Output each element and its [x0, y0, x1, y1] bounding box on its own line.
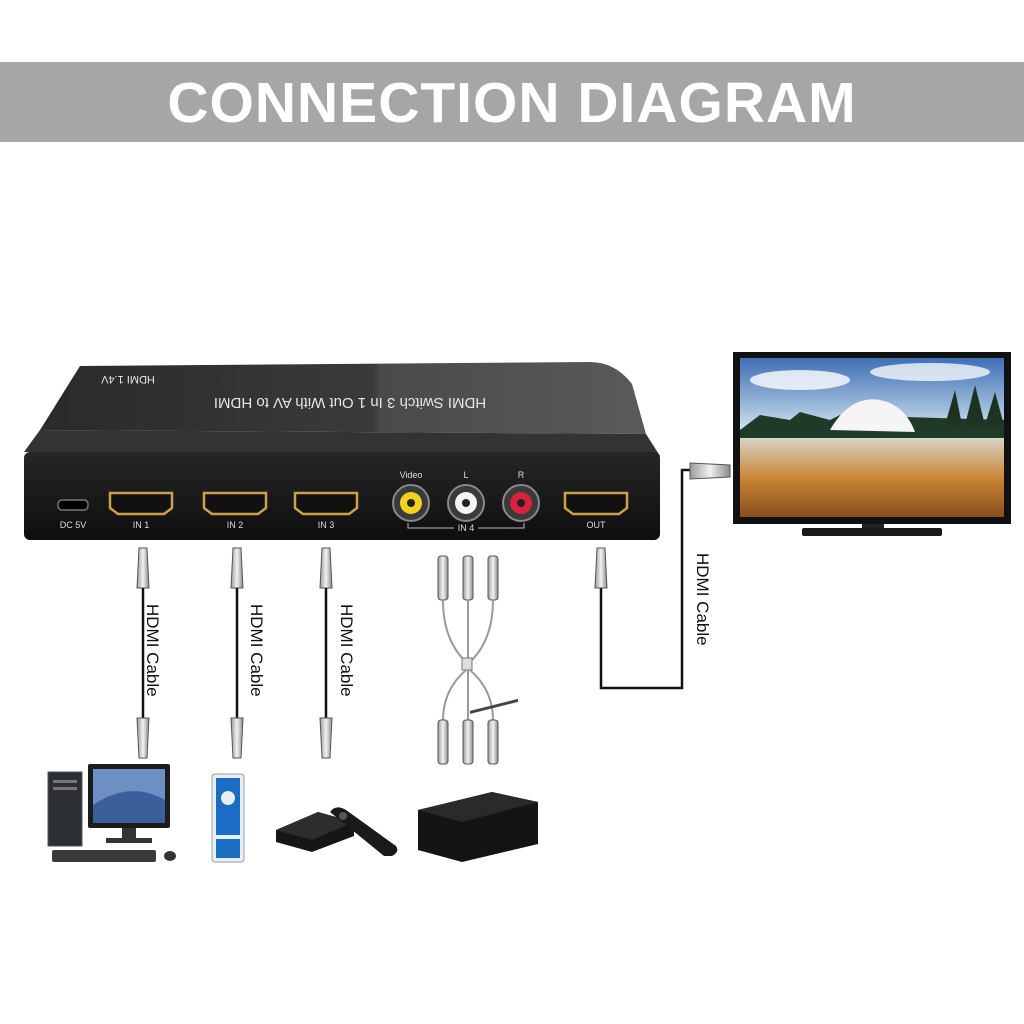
television-icon — [733, 352, 1011, 536]
left-jack-label: L — [463, 470, 468, 480]
rca-video-jack[interactable] — [392, 484, 430, 522]
hdmi-switch-device: HDMI Switch 3 In 1 Out With AV to HDMI H… — [24, 362, 660, 540]
hdmi-cable-out — [594, 462, 731, 690]
right-jack-label: R — [518, 470, 525, 480]
hdmi-in1-port[interactable] — [108, 491, 174, 516]
header-banner: CONNECTION DIAGRAM — [0, 62, 1024, 142]
device-top-surface — [40, 362, 646, 434]
av-rca-cable — [437, 555, 499, 765]
in4-label: IN 4 — [458, 523, 475, 533]
out-cable-label: HDMI Cable — [693, 553, 712, 646]
rca-left-audio-jack[interactable] — [447, 484, 485, 522]
device-version-label: HDMI 1.4V — [100, 373, 154, 385]
hdmi-cable-in3 — [319, 547, 333, 759]
in2-cable-label: HDMI Cable — [247, 604, 266, 697]
out-port-label: OUT — [587, 520, 607, 530]
desktop-pc-icon — [47, 764, 176, 862]
in3-port-label: IN 3 — [318, 520, 335, 530]
video-jack-label: Video — [400, 470, 423, 480]
in1-cable-label: HDMI Cable — [143, 604, 162, 697]
hdmi-in2-port[interactable] — [202, 491, 268, 516]
in1-port-label: IN 1 — [133, 520, 150, 530]
device-top-label: HDMI Switch 3 In 1 Out With AV to HDMI — [214, 394, 486, 411]
hdmi-out-port[interactable] — [563, 491, 629, 516]
xbox-console-icon — [211, 773, 245, 863]
hdmi-in3-port[interactable] — [293, 491, 359, 516]
hdmi-cable-in2 — [230, 547, 244, 759]
streaming-box-icon — [276, 807, 398, 856]
playstation-console-icon — [418, 698, 538, 862]
in2-port-label: IN 2 — [227, 520, 244, 530]
dc-port-label: DC 5V — [60, 520, 87, 530]
hdmi-cable-in1 — [136, 547, 150, 759]
page-title: CONNECTION DIAGRAM — [167, 71, 857, 135]
rca-right-audio-jack[interactable] — [502, 484, 540, 522]
in3-cable-label: HDMI Cable — [337, 604, 356, 697]
dc-power-port[interactable] — [57, 499, 89, 511]
